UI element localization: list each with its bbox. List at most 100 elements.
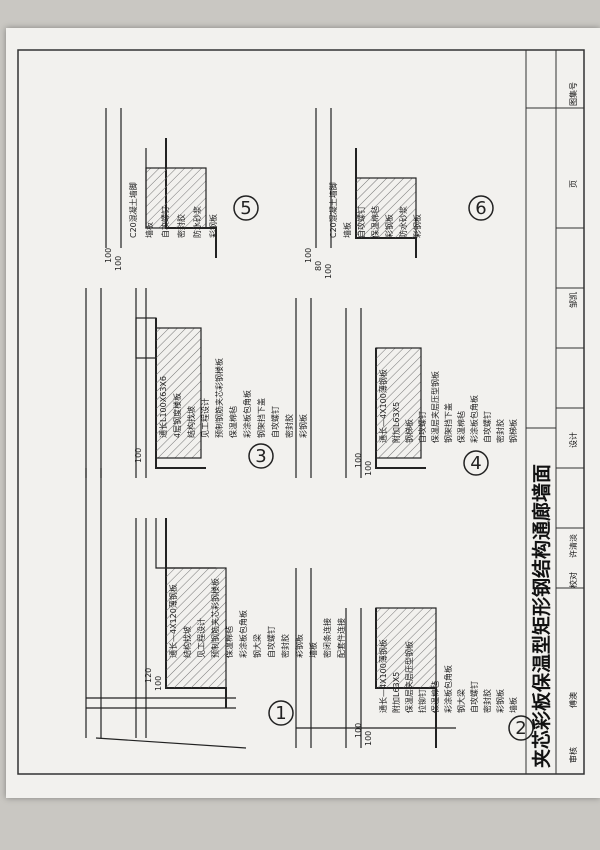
detail-6-number: 6 [475, 198, 486, 219]
detail-1-label: 配套件连接 [336, 618, 346, 658]
detail-1-drawing [85, 468, 247, 749]
detail-4-label: 自攻螺钉 [417, 411, 427, 443]
detail-1-label: 保温棉毡 [224, 626, 234, 658]
detail-1-dimension: 120 [144, 668, 153, 683]
detail-3-label: 见工程设计 [200, 398, 210, 438]
detail-2-label: 钢大梁 [456, 689, 466, 713]
detail-1-label: 通长—4X120薄钢板 [168, 584, 178, 658]
label-layer: 通长—4X120薄钢板结构找坡见工程设计预制钢筋夹芯彩钢楼板保温棉毡彩涂板包角板… [104, 182, 518, 746]
detail-4-number: 4 [470, 453, 481, 474]
detail-3-dimension: 100 [134, 448, 143, 463]
atlas-number-label: 图集号 [568, 82, 578, 106]
detail-4-label: 钢梯板 [508, 419, 518, 443]
detail-5-label: 密封胶 [176, 214, 186, 238]
detail-5-label: C20混凝土墙脚 [128, 182, 138, 238]
detail-2-dimension: 100 [364, 731, 373, 746]
detail-1-label: 彩钢板 [294, 634, 304, 658]
detail-2-dimension: 100 [354, 723, 363, 738]
detail-4-dimension: 100 [364, 461, 373, 476]
detail-3-label: 彩涂板包角板 [242, 390, 252, 438]
detail-1-label: 彩涂板包角板 [238, 610, 248, 658]
detail-1-number-circle [268, 700, 294, 726]
detail-2-label: 彩钢板 [495, 689, 505, 713]
reviewer-name: 傅澳 [568, 692, 578, 708]
detail-3-number: 3 [255, 446, 266, 467]
detail-5-drawing [105, 108, 217, 258]
detail-6-label: 彩钢板 [412, 214, 422, 238]
detail-4-label: 钢架挡下盖 [443, 403, 453, 443]
detail-6-label: 防水砂浆 [398, 206, 408, 238]
detail-6-drawing [315, 108, 417, 258]
detail-3-label: 自攻螺钉 [270, 406, 280, 438]
detail-6-label: 保温棉毡 [370, 206, 380, 238]
detail-3-label: 彩钢板 [298, 414, 308, 438]
detail-5-number: 5 [240, 198, 251, 219]
detail-1-dimension: 100 [154, 676, 163, 691]
title-block [525, 50, 584, 774]
detail-3-drawing [85, 288, 206, 478]
detail-6-number-circle [468, 195, 494, 221]
detail-5-label: 彩钢板 [208, 214, 218, 238]
detail-2-label: 墙板 [508, 697, 518, 713]
detail-3-label: 保温棉毡 [228, 406, 238, 438]
detail-1-label: 结构找坡 [182, 626, 192, 658]
detail-2-label: 彩涂板包角板 [443, 665, 453, 713]
detail-2-label: 附加L63X5 [391, 672, 401, 713]
detail-2-label: 保温层夹层压型钢板 [404, 641, 414, 713]
detail-4-label: 自攻螺钉 [482, 411, 492, 443]
detail-6-dimension: 80 [314, 261, 323, 271]
detail-2-label: 拉铆钉 [417, 689, 427, 713]
detail-4-label: 通长—4X100薄钢板 [378, 369, 388, 443]
detail-2-label: 自攻螺钉 [469, 681, 479, 713]
detail-2-number-circle [508, 715, 534, 741]
detail-4-label: 保温棉毡 [456, 411, 466, 443]
drawing-sheet: 1 2 3 4 5 6 通长—4X120薄钢板结构找坡见工程设计预制钢筋夹芯彩钢… [6, 28, 600, 798]
detail-3-label: 4层钢度楼板 [172, 393, 182, 438]
designer-name: 邹凯 [568, 292, 578, 308]
detail-2-label: 通长—4X100薄钢板 [378, 639, 388, 713]
detail-5-dimension: 100 [104, 248, 113, 263]
detail-5-dimension: 100 [114, 256, 123, 271]
detail-1-label: 密闭条连接 [322, 618, 332, 658]
detail-5-label: 墙板 [144, 222, 154, 238]
detail-4-dimension: 100 [354, 453, 363, 468]
review-label: 审核 [568, 747, 578, 763]
detail-6-label: 彩钢板 [384, 214, 394, 238]
detail-4-label: 保温层夹层压型钢板 [430, 371, 440, 443]
detail-6-dimension: 100 [324, 264, 333, 279]
detail-4-drawing [295, 298, 426, 478]
page-label: 页 [569, 180, 578, 188]
detail-1-label: 自攻螺钉 [266, 626, 276, 658]
drawing-title: 夹芯彩板保温型矩形钢结构通廊墙面 [530, 464, 553, 768]
detail-3-label: 结构找坡 [186, 406, 196, 438]
detail-5-label: 自攻螺钉 [160, 206, 170, 238]
detail-1-label: 墙板 [308, 642, 318, 658]
detail-4-label: 钢梯板 [404, 419, 414, 443]
detail-4-label: 附加L63X5 [391, 402, 401, 443]
border [17, 49, 585, 775]
detail-3-label: 钢架挡下盖 [256, 398, 266, 438]
detail-6-label: C20混凝土墙脚 [328, 182, 338, 238]
detail-1-label: 密封胶 [280, 634, 290, 658]
detail-2-label: 密封胶 [482, 689, 492, 713]
detail-1-label: 钢大梁 [252, 634, 262, 658]
detail-2-label: 保温棉毡 [430, 681, 440, 713]
detail-6-label: 自攻螺钉 [356, 206, 366, 238]
detail-3-label: 预制钢筋夹芯彩钢楼板 [214, 358, 224, 438]
detail-2-drawing [295, 568, 456, 748]
detail-5-number-circle [233, 195, 259, 221]
detail-5-label: 防水砂浆 [192, 206, 202, 238]
detail-3-number-circle [248, 443, 274, 469]
design-label: 设计 [568, 432, 578, 448]
checker-name: 许清淡 [568, 534, 578, 558]
detail-6-label: 墙板 [342, 222, 352, 238]
detail-1-label: 见工程设计 [196, 618, 206, 658]
detail-2-number: 2 [515, 718, 526, 739]
detail-3-label: 通长L100X63X6 [158, 376, 168, 438]
detail-6-dimension: 100 [304, 248, 313, 263]
detail-3-label: 密封胶 [284, 414, 294, 438]
detail-1-number: 1 [275, 703, 286, 724]
drawing-frame: 1 2 3 4 5 6 通长—4X120薄钢板结构找坡见工程设计预制钢筋夹芯彩钢… [17, 49, 585, 775]
detail-1-label: 预制钢筋夹芯彩钢楼板 [210, 578, 220, 658]
detail-4-label: 彩涂板包角板 [469, 395, 479, 443]
